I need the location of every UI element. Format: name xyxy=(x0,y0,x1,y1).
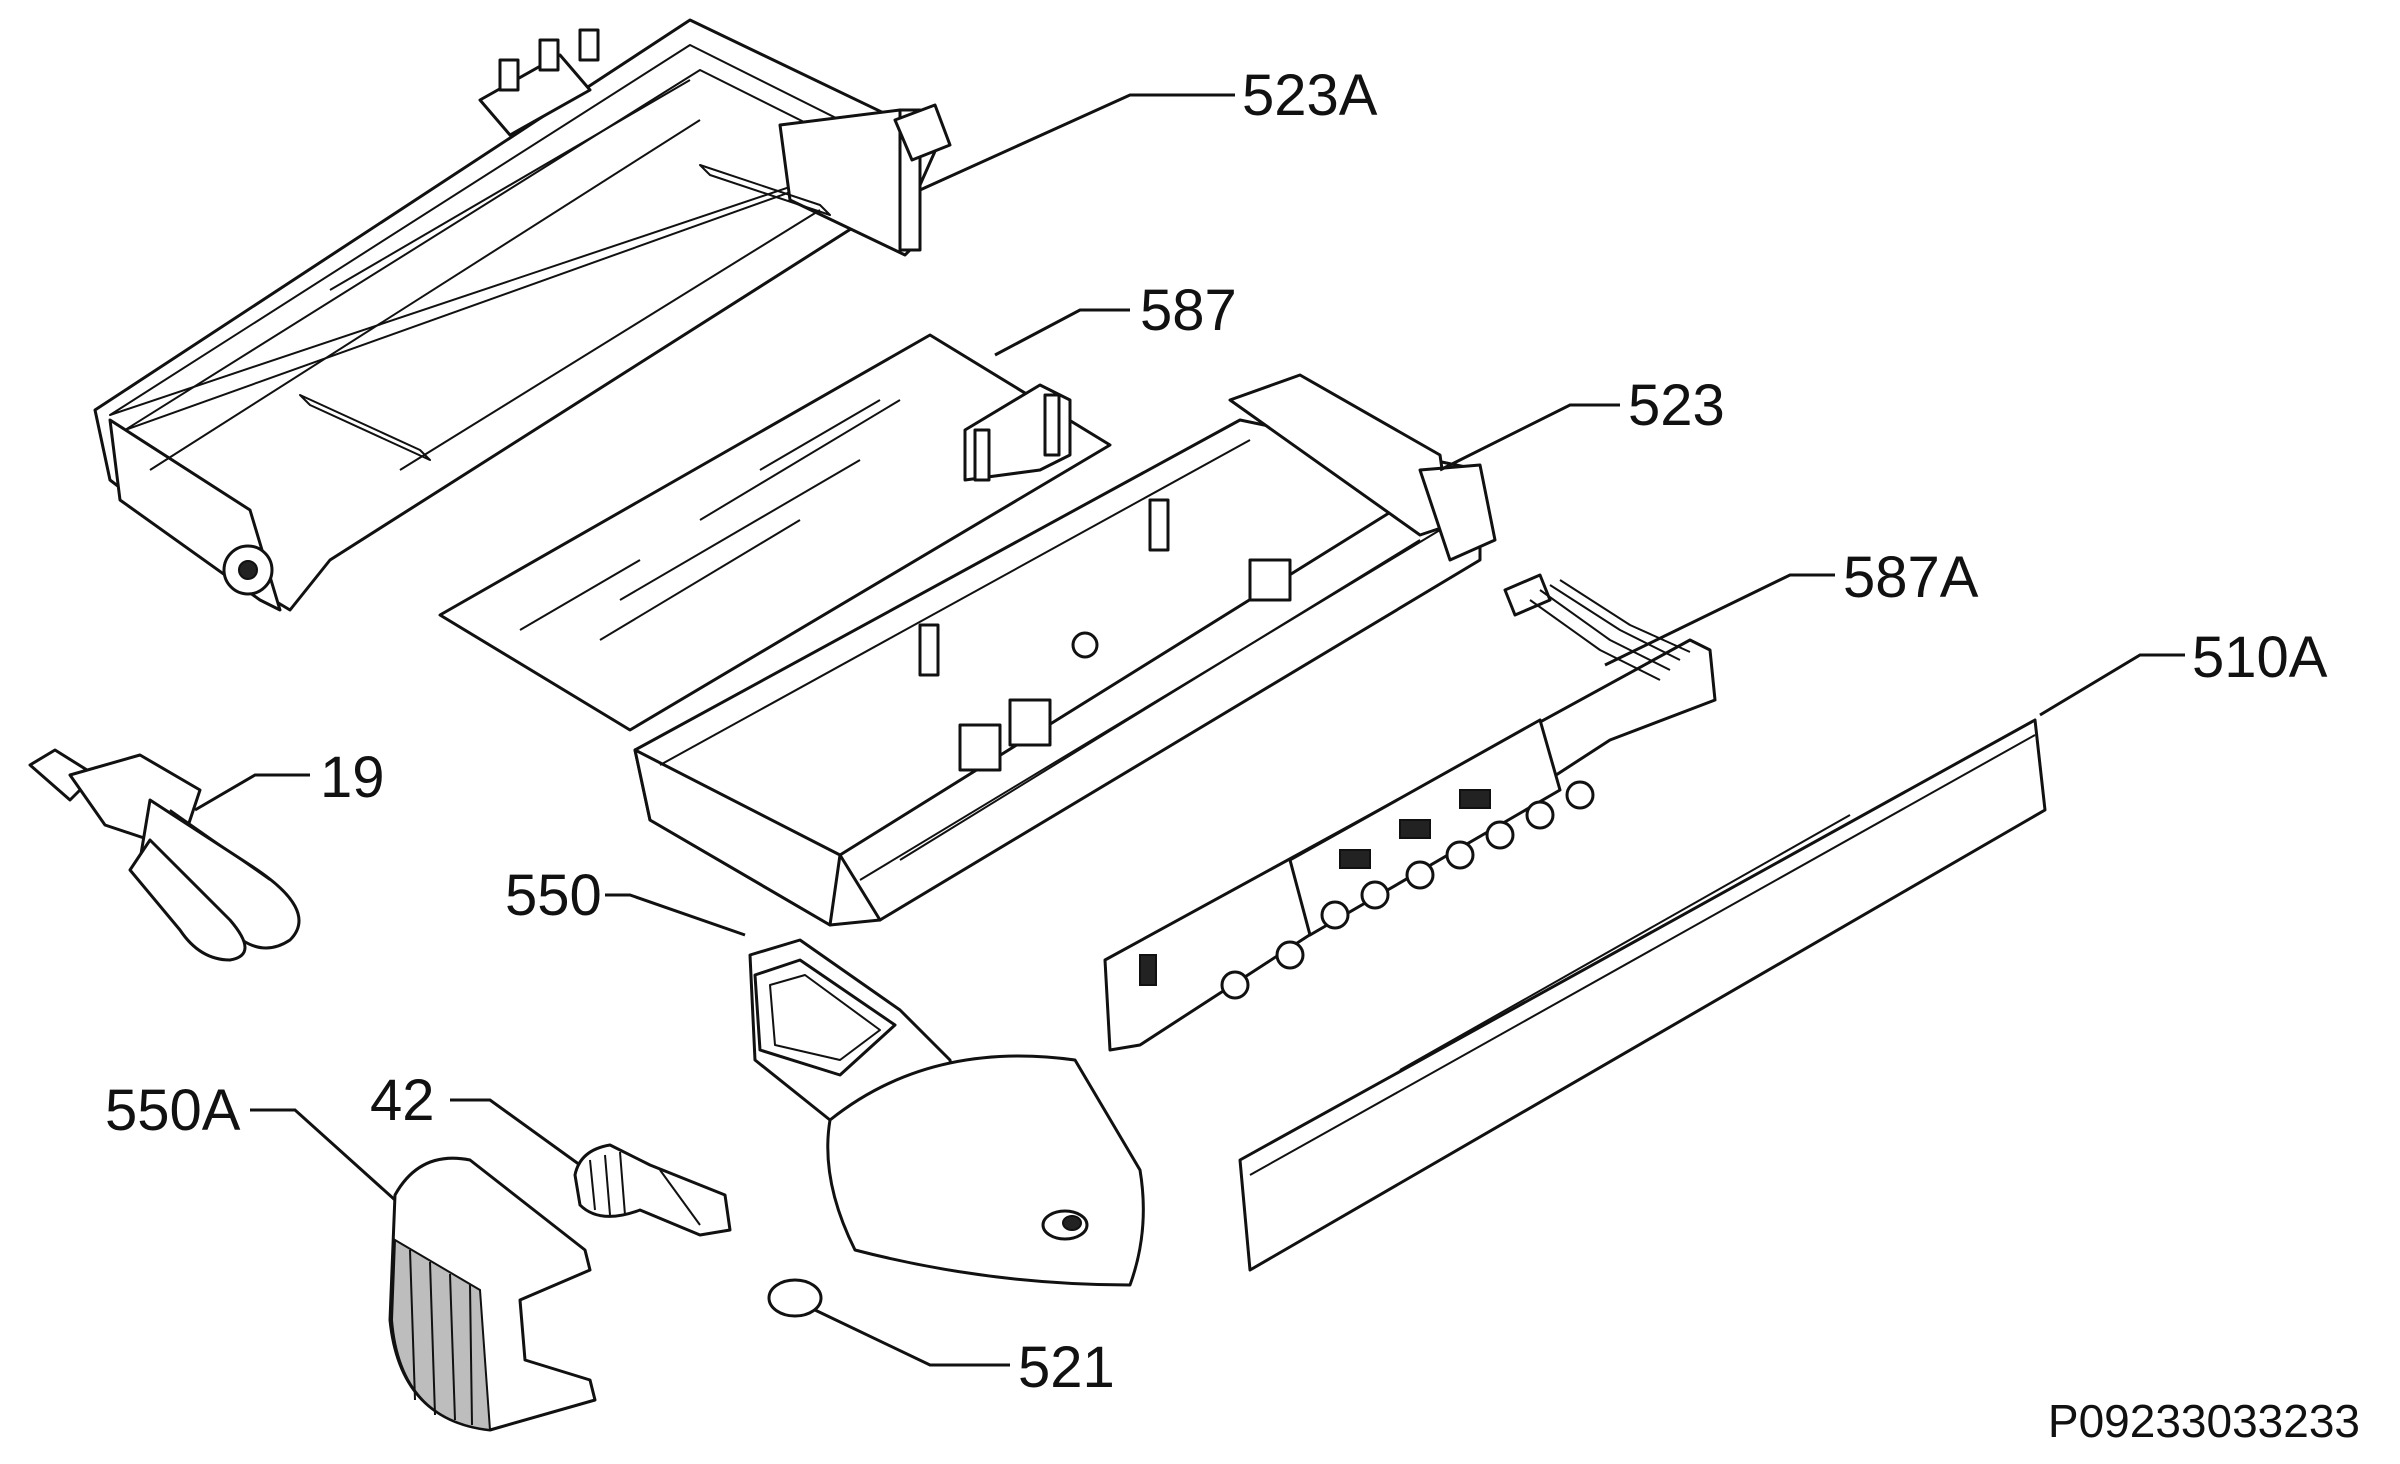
callout-587A: 587A xyxy=(1843,545,1979,610)
leader-lines xyxy=(194,93,2185,1367)
part-587-pcb-board xyxy=(438,333,1112,732)
part-42-lamp-holder xyxy=(573,1143,732,1237)
callout-42: 42 xyxy=(370,1068,435,1133)
callout-523A: 523A xyxy=(1242,63,1378,128)
callout-19: 19 xyxy=(320,745,385,810)
part-523-control-housing xyxy=(633,373,1497,927)
callout-510A: 510A xyxy=(2192,625,2328,690)
callout-587: 587 xyxy=(1140,278,1237,343)
part-19-lamp xyxy=(28,748,301,962)
callout-550: 550 xyxy=(505,863,602,928)
callout-521: 521 xyxy=(1018,1335,1115,1400)
part-550-lamp-cover xyxy=(748,938,1145,1287)
callout-523: 523 xyxy=(1628,373,1725,438)
part-521-o-ring xyxy=(767,1278,823,1318)
part-550A-end-cap xyxy=(388,1156,597,1432)
part-523A-top-frame xyxy=(93,18,952,612)
callout-550A: 550A xyxy=(105,1078,241,1143)
callout-labels: 523A 587 523 587A 510A 19 550 550A 42 52… xyxy=(105,63,2328,1400)
part-587A-keypad-board xyxy=(1103,573,1717,1052)
drawing-reference-number: P09233033233 xyxy=(2048,1395,2360,1447)
part-510A-front-panel xyxy=(1238,718,2047,1272)
